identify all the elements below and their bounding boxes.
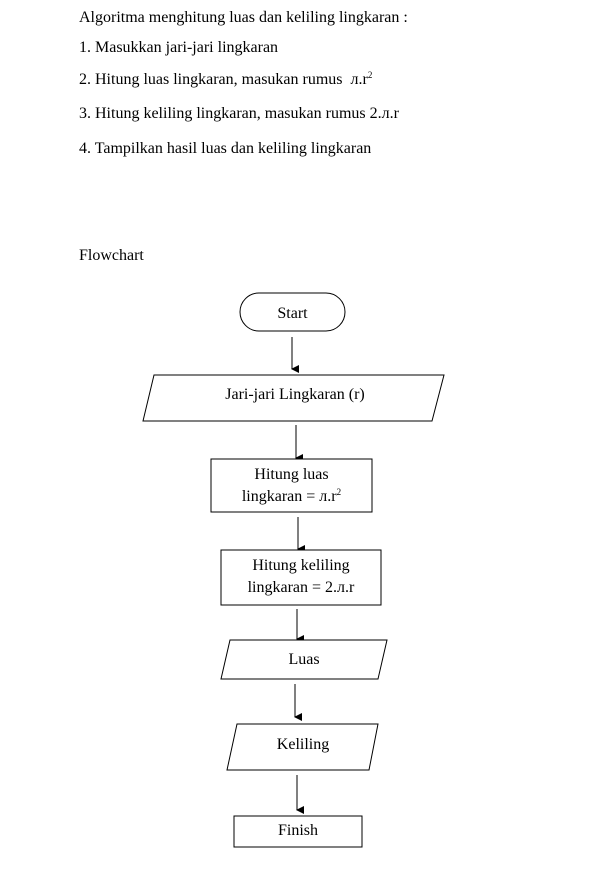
algorithm-heading: Algoritma menghitung luas dan keliling l… [79, 9, 408, 26]
area-formula: lingkaran = л.r [241, 488, 337, 505]
input-radius-parallelogram [142, 374, 445, 422]
circumference-process-line-1: Hitung keliling [252, 557, 350, 574]
step-3-formula: 2.л.r [369, 105, 399, 122]
area-superscript: 2 [336, 487, 342, 497]
start-terminator [239, 292, 346, 332]
area-process-line-1: Hitung luas [254, 466, 329, 483]
step-1: 1. Masukkan jari-jari lingkaran [79, 39, 279, 56]
circumference-process-line-2: lingkaran = 2.л.r [247, 579, 355, 596]
area-process-line-2: lingkaran = л.r2 [211, 486, 372, 508]
area-output-parallelogram [220, 639, 388, 680]
step-2-formula: л.r [350, 71, 368, 88]
step-4: 4. Tampilkan hasil luas dan keliling lin… [79, 140, 372, 157]
step-2: 2. Hitung luas lingkaran, masukan rumus … [79, 71, 372, 89]
area-process-label: Hitung luas lingkaran = л.r2 [211, 464, 372, 508]
circumference-process-box [220, 549, 382, 606]
circumference-output-label: Keliling [276, 736, 330, 753]
start-label: Start [277, 305, 308, 322]
step-3: 3. Hitung keliling lingkaran, masukan ru… [79, 105, 399, 123]
finish-label: Finish [277, 822, 318, 839]
step-3-text: 3. Hitung keliling lingkaran, masukan ru… [79, 105, 366, 122]
step-2-text: 2. Hitung luas lingkaran, masukan rumus [79, 71, 343, 88]
area-process-box [210, 458, 373, 513]
area-output-label: Luas [288, 651, 320, 668]
circumference-process-label: Hitung keliling lingkaran = 2.л.r [221, 555, 381, 599]
flowchart-label: Flowchart [79, 247, 144, 264]
step-2-superscript: 2 [367, 70, 373, 80]
circumference-output-parallelogram [226, 723, 379, 771]
finish-box [233, 815, 363, 848]
input-radius-label: Jari-jari Lingkaran (r) [225, 386, 365, 403]
